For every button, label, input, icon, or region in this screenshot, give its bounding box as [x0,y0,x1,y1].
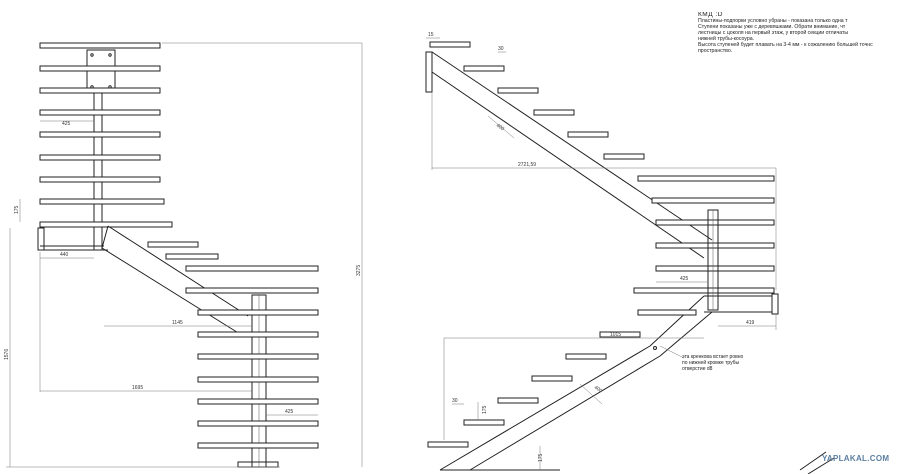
tread [463,419,505,426]
landing-wall-plate [771,293,779,315]
bracket-callout: эта кренкова встает ровно по нижней кром… [682,354,743,372]
tread [651,197,775,204]
notes-line: Ступени показаны уже с деревяшками. Обра… [698,24,846,30]
dim-stringer-low: 400 [593,385,603,395]
tread [185,287,319,294]
tread [39,109,161,116]
dim-run-upper: 2721,59 [518,162,536,168]
corner-sketch [799,451,835,474]
tread [39,154,161,161]
tread [531,375,573,382]
tread [533,109,575,116]
dim-rise-bottom: 175 [538,453,544,462]
dim-run-middle: 1145 [172,320,183,326]
dim-step-depth-top: 425 [62,121,71,127]
tread [497,87,539,94]
tread [39,198,165,205]
notes-line: пространство. [698,48,733,54]
tread [197,309,319,316]
dim-run-total: 1695 [132,385,143,391]
tread [567,131,609,138]
notes-block: КМД :D Пластины-подпорки условно убраны … [698,12,910,54]
tread [39,176,161,183]
tread [39,87,161,94]
left-stair-view: 425 175 440 1145 1695 425 3275 1576 [4,42,363,468]
tread [655,242,775,249]
plate-bolt [90,53,94,57]
tread [497,397,539,404]
dim-rise-low: 175 [482,405,488,414]
callout-line: эта кренкова встает ровно [682,354,744,360]
tread [565,353,607,360]
tread [429,41,471,48]
tread [165,253,219,260]
tread [185,265,319,272]
base-plate [237,461,279,468]
dim-height-lower: 1576 [4,349,10,360]
notes-line: Высота ступеней будет плавать на 3-4 мм … [698,42,873,48]
stringer-lower-kink [649,295,705,347]
stringer [101,247,241,335]
tread [39,221,173,228]
tread [655,265,775,272]
dim-landing: 419 [746,320,755,326]
dim-height-total: 3275 [356,265,362,276]
stringer-lower-kink [659,311,713,357]
dim-step-top: 30 [498,46,504,52]
tread [197,353,319,360]
dim-offset-top: 15 [428,32,434,38]
stringer-lower [439,345,651,471]
tread [197,420,319,427]
stringer [107,225,249,317]
notes-line: нижней трубы-косоура. [698,36,755,42]
tread [147,241,199,248]
landing-wall-plate [37,227,45,251]
dim-stringer-top: 400 [495,123,505,133]
tread [39,42,161,49]
callout-line: по нижней кромке трубы [682,360,740,366]
stringer-upper [431,51,713,241]
tread [603,153,645,160]
tread [637,309,697,316]
tread [197,331,319,338]
dim-rise: 175 [14,205,20,214]
top-wall-plate [425,51,433,93]
dim-landing-width: 440 [60,252,69,258]
stringer-upper [431,71,705,259]
tread [197,376,319,383]
stringer-lower [469,355,661,471]
dim-line [579,383,603,405]
dim-span-mid: 1015 [610,332,621,338]
callout-line: отверстие d8 [682,366,713,372]
tread [39,65,161,72]
tread [599,331,641,338]
tread [633,287,775,294]
notes-line: Пластины-подпорки условно убраны - показ… [698,18,848,24]
tread [39,131,161,138]
tread [637,175,775,182]
tread [197,398,319,405]
tread [197,442,319,449]
tread [655,219,775,226]
stringer-end [101,225,109,249]
bracket-hole [653,346,657,350]
dim-line [487,115,515,139]
tread [463,65,505,72]
tread [427,441,469,448]
plate-bolt [108,53,112,57]
watermark: YAPLAKAL.COM [822,454,890,463]
notes-line: лестницы с цоколя на первый этаж, у втор… [698,30,849,36]
notes-heading: КМД :D [698,12,723,18]
callout-leader [659,345,685,359]
dim-step-mid: 425 [680,276,689,282]
right-stair-view: 15 30 400 2721,59 425 419 1015 30 175 40… [425,32,779,471]
dim-step-depth-bottom: 425 [285,409,294,415]
dim-step-low: 30 [452,398,458,404]
